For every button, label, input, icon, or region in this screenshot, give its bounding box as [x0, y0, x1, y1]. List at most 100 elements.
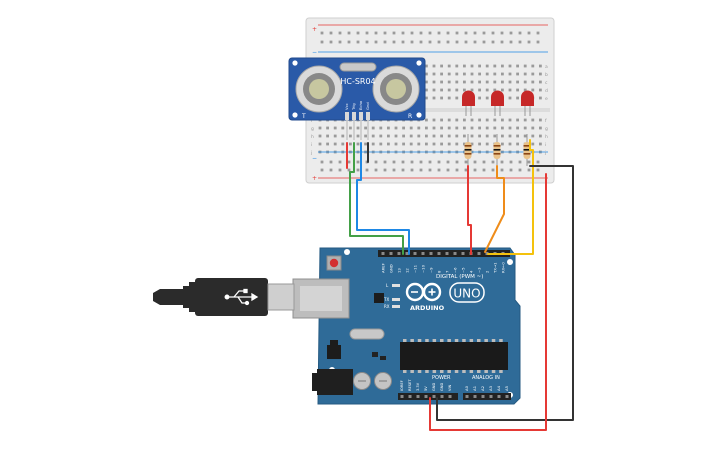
header-pin[interactable]: [389, 252, 393, 255]
rail-hole: [383, 31, 387, 35]
usb-cable[interactable]: [153, 278, 295, 316]
row-letter: i: [311, 142, 312, 148]
rail-hole: [536, 31, 540, 35]
breadboard-hole: [508, 64, 512, 68]
header-pin[interactable]: [485, 252, 489, 255]
rail-hole: [392, 31, 396, 35]
breadboard-hole: [493, 118, 497, 122]
analog-pin-label: A0: [464, 385, 469, 391]
digital-pin-label: 12: [405, 268, 410, 273]
header-pin[interactable]: [465, 395, 469, 398]
breadboard-hole: [349, 142, 352, 146]
breadboard-hole: [455, 126, 459, 130]
wires: [346, 139, 574, 431]
rail-hole: [320, 168, 324, 172]
rail-hole: [383, 40, 387, 44]
breadboard-hole: [425, 126, 428, 130]
usb-b-plug-metal: [267, 283, 295, 311]
breadboard-hole: [523, 88, 527, 92]
rail-hole: [356, 168, 360, 172]
breadboard-hole: [417, 134, 421, 138]
sensor-pins: [345, 112, 370, 120]
breadboard-hole: [478, 134, 481, 138]
rail-hole: [446, 31, 450, 35]
rail-hole: [491, 40, 495, 44]
power-header: [398, 393, 458, 400]
header-pin[interactable]: [473, 395, 477, 398]
header-pin[interactable]: [397, 252, 401, 255]
dc-power-jack[interactable]: [317, 369, 353, 395]
digital-pin-label: 2: [485, 270, 490, 273]
rail-hole: [374, 168, 378, 172]
breadboard-hole: [447, 88, 451, 92]
receiver-transducer: [372, 65, 420, 113]
header-pin[interactable]: [421, 252, 425, 255]
header-pin[interactable]: [477, 252, 481, 255]
breadboard-hole: [333, 126, 337, 130]
rail-hole: [338, 40, 342, 44]
header-pin[interactable]: [381, 252, 385, 255]
header-pin[interactable]: [432, 395, 436, 398]
header-pin[interactable]: [413, 252, 417, 255]
power-pin-label: GND: [440, 383, 444, 391]
rail-hole: [401, 40, 405, 44]
header-pin[interactable]: [400, 395, 404, 398]
rail-hole: [500, 168, 504, 172]
breadboard-hole: [523, 80, 527, 84]
digital-pin-label: ~3: [477, 267, 482, 273]
breadboard-hole: [523, 72, 527, 76]
header-pin[interactable]: [489, 395, 493, 398]
row-letter: a: [545, 65, 548, 70]
breadboard-hole: [531, 142, 535, 146]
rail-hole: [437, 31, 441, 35]
header-pin[interactable]: [429, 252, 433, 255]
rail-hole: [473, 40, 477, 44]
breadboard-hole: [455, 80, 459, 84]
rail-hole: [374, 160, 378, 164]
led-1: [462, 90, 475, 116]
sensor-pin-label: Echo: [358, 100, 363, 110]
breadboard-hole: [318, 142, 322, 146]
breadboard-hole: [516, 72, 519, 76]
sensor-r-mark: R: [408, 113, 412, 120]
top-power-rail-holes: [320, 31, 540, 44]
breadboard-hole: [432, 88, 436, 92]
header-pin[interactable]: [424, 395, 428, 398]
power-pin-label: GND: [432, 383, 436, 391]
rail-hole: [329, 40, 333, 44]
header-pin[interactable]: [481, 395, 485, 398]
breadboard-hole: [356, 126, 360, 130]
breadboard-hole: [485, 88, 489, 92]
breadboard-hole: [440, 118, 443, 122]
breadboard-hole: [440, 134, 443, 138]
header-pin[interactable]: [408, 395, 412, 398]
breadboard-hole: [478, 142, 481, 146]
header-pin[interactable]: [440, 395, 444, 398]
breadboard-hole: [432, 134, 436, 138]
header-pin[interactable]: [448, 395, 452, 398]
breadboard-hole: [531, 126, 535, 130]
header-pin[interactable]: [497, 395, 501, 398]
rail-hole: [491, 31, 495, 35]
breadboard-hole: [402, 126, 405, 130]
model-label: UNO: [453, 287, 480, 301]
rail-hole: [455, 40, 459, 44]
breadboard-hole: [463, 64, 466, 68]
header-pin[interactable]: [461, 252, 465, 255]
rail-hole: [446, 160, 450, 164]
header-pin[interactable]: [505, 395, 509, 398]
breadboard-hole: [387, 134, 390, 138]
header-pin[interactable]: [453, 252, 457, 255]
breadboard-hole: [409, 134, 413, 138]
breadboard-hole: [447, 134, 451, 138]
header-pin[interactable]: [445, 252, 449, 255]
breadboard-hole: [508, 118, 512, 122]
breadboard-hole: [387, 126, 390, 130]
header-pin[interactable]: [437, 252, 441, 255]
rail-hole: [509, 160, 513, 164]
digital-pin-label: 8: [437, 270, 442, 273]
sensor-t-mark: T: [301, 113, 306, 120]
header-pin[interactable]: [416, 395, 420, 398]
header-pin[interactable]: [405, 252, 409, 255]
